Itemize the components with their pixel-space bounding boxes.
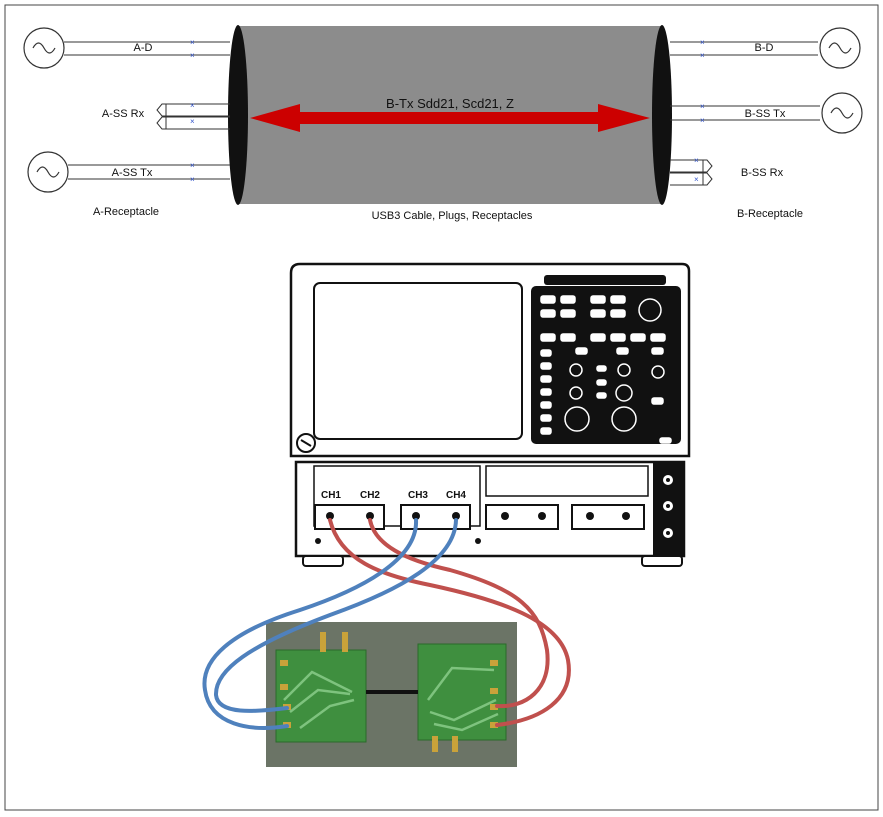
coax-ch4-blue — [213, 518, 458, 713]
receiver-icon — [156, 103, 166, 130]
channel-labels: CH1 CH2 CH3 CH4 — [321, 490, 466, 501]
svg-text:×: × — [694, 156, 699, 165]
svg-text:×: × — [190, 117, 195, 126]
scope-display — [313, 282, 523, 440]
svg-text:×: × — [694, 175, 699, 184]
ch4-label: CH4 — [446, 490, 466, 501]
coax-ch2-red — [368, 518, 550, 709]
coax-ch1-red — [328, 518, 571, 727]
svg-text:×: × — [700, 102, 705, 111]
svg-text:×: × — [700, 38, 705, 47]
scope-control-panel — [531, 286, 681, 444]
cable-left-end — [228, 25, 248, 205]
svg-text:×: × — [190, 161, 195, 170]
b-ss-rx-label: B-SS Rx — [741, 167, 784, 179]
b-ss-tx-line: × × B-SS Tx — [670, 92, 863, 134]
sine-wave-icon — [32, 42, 56, 54]
coax-ch3-blue — [202, 518, 419, 730]
ch1-label: CH1 — [321, 490, 341, 501]
a-ss-rx-line: × × A-SS Rx — [102, 101, 230, 130]
cable-right-end — [652, 25, 672, 205]
b-ss-tx-label: B-SS Tx — [745, 108, 786, 120]
b-d-line: × × B-D — [670, 27, 861, 69]
sine-wave-icon — [36, 166, 60, 178]
ch3-label: CH3 — [408, 490, 428, 501]
oscilloscope — [289, 262, 691, 567]
a-d-label: A-D — [134, 42, 153, 54]
measurement-arrow — [250, 104, 650, 132]
svg-text:×: × — [700, 116, 705, 125]
ch2-label: CH2 — [360, 490, 380, 501]
sine-wave-icon — [828, 42, 852, 54]
a-ss-tx-label: A-SS Tx — [112, 167, 153, 179]
b-ss-rx-line: × × B-SS Rx — [670, 156, 784, 186]
test-boards-photo — [266, 622, 517, 767]
a-ss-rx-label: A-SS Rx — [102, 108, 145, 120]
svg-text:×: × — [190, 38, 195, 47]
b-d-label: B-D — [755, 42, 774, 54]
left-receptacle-group: × × A-D × × A-SS Rx × × A-SS Tx A-Re — [23, 27, 230, 218]
sine-wave-icon — [830, 107, 854, 119]
a-ss-tx-line: × × A-SS Tx — [27, 151, 230, 193]
receiver-icon — [702, 159, 713, 186]
right-receptacle-group: × × B-D × × B-SS Tx × × B-SS Rx B-Re — [670, 27, 863, 220]
svg-text:×: × — [190, 51, 195, 60]
coax-cables — [202, 518, 571, 730]
b-receptacle-label: B-Receptacle — [737, 208, 803, 220]
scope-buttons — [540, 295, 672, 444]
svg-text:×: × — [700, 51, 705, 60]
svg-text:×: × — [190, 101, 195, 110]
svg-text:×: × — [190, 175, 195, 184]
cable-title: B-Tx Sdd21, Scd21, Z — [386, 96, 514, 111]
a-d-line: × × A-D — [23, 27, 230, 69]
usb3-cable: B-Tx Sdd21, Scd21, Z USB3 Cable, Plugs, … — [228, 25, 672, 222]
cable-caption: USB3 Cable, Plugs, Receptacles — [372, 210, 533, 222]
a-receptacle-label: A-Receptacle — [93, 206, 159, 218]
